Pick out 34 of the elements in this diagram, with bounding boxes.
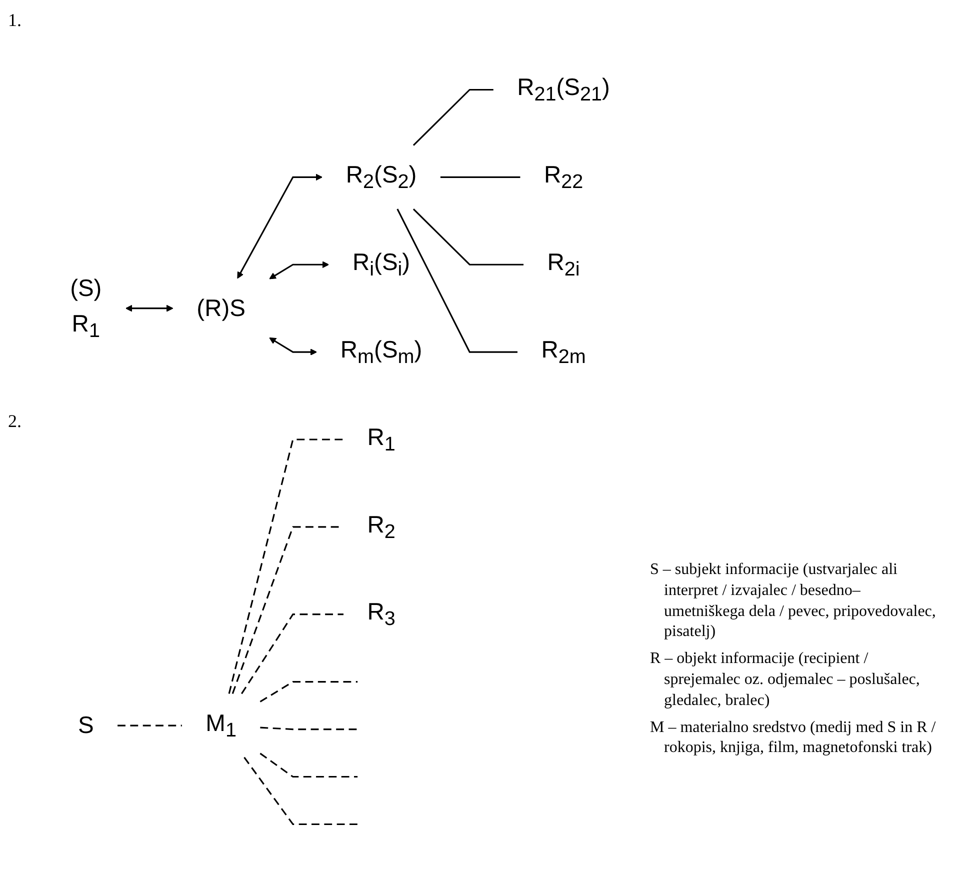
line — [412, 88, 494, 146]
symbol-label: R$_{3}$ — [367, 599, 396, 630]
symbol-label: (S) R$_{1}$ — [70, 275, 102, 342]
dashed-line — [118, 724, 182, 726]
symbol-label: R$_{i}$(S$_{i}$) — [352, 249, 410, 280]
symbol-label: M$_{1}$ — [206, 710, 236, 742]
symbol-label: R$_{2}$(S$_{2}$) — [346, 162, 417, 193]
symbol-label: R$_{21}$(S$_{21}$) — [517, 74, 610, 106]
line — [412, 208, 524, 266]
dashed-line — [260, 726, 358, 730]
panel-number: 1. — [8, 10, 22, 31]
symbol-label: R$_{m}$(S$_{m}$) — [340, 336, 422, 368]
symbol-label: R$_{22}$ — [544, 162, 584, 193]
double-arrow — [269, 337, 317, 356]
double-arrow — [237, 174, 322, 279]
symbol-label: R$_{2i}$ — [547, 249, 580, 280]
dashed-line — [260, 752, 358, 778]
double-arrow — [269, 261, 330, 280]
legend-note: R – objekt informacije (recipient / sprejemalec oz. odjemalec – poslušalec, gledalec, bralec) — [650, 649, 921, 711]
symbol-label: R$_{2m}$ — [541, 336, 586, 368]
dashed-line — [260, 681, 358, 702]
dashed-line — [228, 438, 344, 694]
line — [440, 176, 520, 178]
dashed-line — [240, 614, 344, 694]
dashed-line — [244, 756, 358, 826]
legend-note: M – materialno sredstvo (medij med S in R / rokopis, knjiga, film, magnetofonski trak) — [650, 718, 937, 758]
double-arrow — [125, 304, 174, 312]
symbol-label: S — [78, 712, 94, 739]
line — [396, 208, 518, 353]
symbol-label: R$_{2}$ — [367, 512, 396, 543]
symbol-label: (R)S — [196, 295, 246, 322]
symbol-label: R$_{1}$ — [367, 424, 396, 456]
legend-note: S – subjekt informacije (ustvarjalec ali interpret / izvajalec / besedno–umetniškega dela / pevec, pripovedovalec, pisatelj) — [650, 560, 937, 642]
panel-number: 2. — [8, 411, 22, 432]
